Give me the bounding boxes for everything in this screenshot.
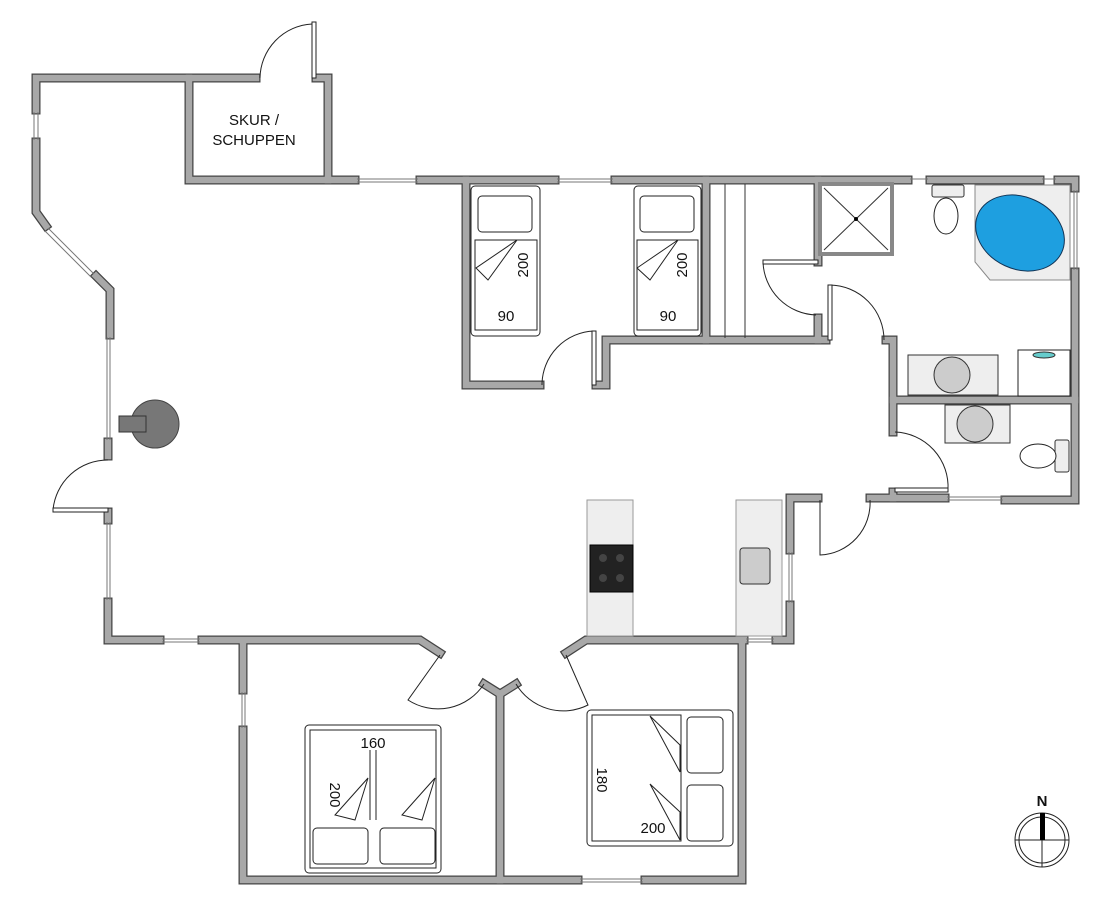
double-bed-180: 180 200 bbox=[586, 709, 734, 847]
compass-label: N bbox=[1037, 793, 1048, 810]
hall-closet-door[interactable] bbox=[762, 261, 817, 316]
kitchen-counter-left bbox=[586, 499, 634, 637]
bedroom4-door[interactable] bbox=[515, 654, 589, 712]
toilet-door[interactable] bbox=[894, 431, 949, 491]
entrance-door[interactable] bbox=[52, 459, 109, 511]
north-compass-icon: N bbox=[1014, 793, 1070, 868]
kitchen-sink-icon bbox=[739, 547, 771, 585]
doors bbox=[52, 21, 949, 712]
windows bbox=[33, 112, 1078, 883]
sink-icon bbox=[944, 404, 1011, 444]
bed-length: 200 bbox=[326, 782, 343, 807]
bed-width: 90 bbox=[498, 308, 515, 325]
single-bed-2: 200 90 bbox=[633, 185, 702, 337]
double-bed-160: 160 200 bbox=[304, 724, 442, 874]
bed-width: 180 bbox=[593, 767, 610, 792]
washing-machine bbox=[1017, 349, 1071, 397]
bed-length: 200 bbox=[640, 820, 665, 837]
toilet-icon bbox=[931, 184, 965, 235]
sink-icon bbox=[907, 354, 999, 396]
utility-door[interactable] bbox=[819, 499, 871, 556]
bathroom-door[interactable] bbox=[829, 284, 885, 341]
shower bbox=[818, 182, 894, 256]
single-bed-1: 200 90 bbox=[470, 185, 541, 337]
shed-label-line1: SKUR / bbox=[229, 112, 280, 129]
toilet-icon bbox=[1019, 439, 1070, 473]
bed-length: 200 bbox=[515, 252, 532, 277]
bed-width: 160 bbox=[360, 735, 385, 752]
stove-icon bbox=[118, 399, 180, 449]
bathtub bbox=[974, 184, 1071, 281]
bedroom3-door[interactable] bbox=[407, 654, 485, 710]
bedroom1-door[interactable] bbox=[541, 330, 595, 386]
hob-icon bbox=[589, 544, 634, 593]
bed-width: 90 bbox=[660, 308, 677, 325]
shed-door[interactable] bbox=[259, 23, 313, 79]
kitchen-counter-right bbox=[735, 499, 783, 637]
wardrobe bbox=[724, 184, 746, 338]
shed-label-line2: SCHUPPEN bbox=[212, 132, 295, 149]
bed-length: 200 bbox=[674, 252, 691, 277]
walls bbox=[36, 78, 1075, 880]
